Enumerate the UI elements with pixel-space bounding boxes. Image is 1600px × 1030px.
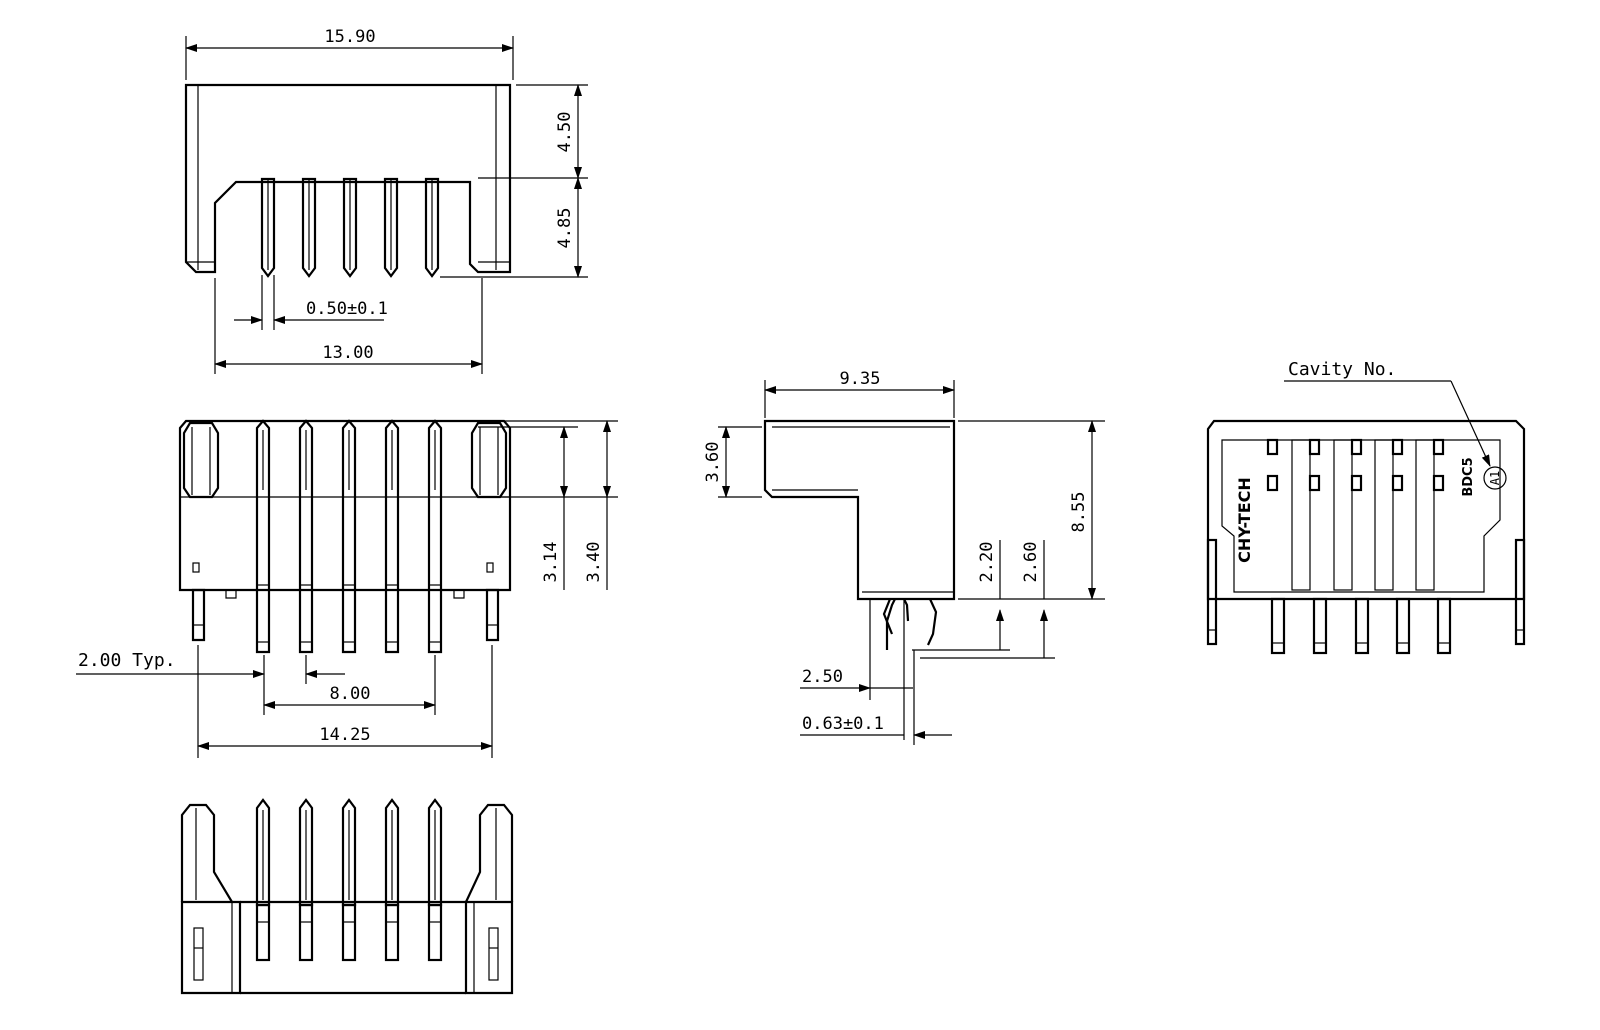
dim-side-pin-thickness: 0.63±0.1	[802, 714, 884, 734]
front-view: 3.14 3.40 2.00 Typ. 8.00 14.25	[76, 419, 618, 758]
brand-label: CHY-TECH	[1235, 477, 1254, 563]
top-view: 15.90 4.50 4.85 0.50±0.1 13.00	[184, 27, 588, 374]
dim-inner-width: 13.00	[322, 343, 373, 363]
dim-side-width: 9.35	[840, 369, 881, 389]
bottom-view-pins	[255, 798, 443, 962]
cavity-id: A1	[1488, 471, 1502, 485]
dim-side-height-top: 3.60	[703, 442, 723, 483]
rear-view-windows	[1266, 438, 1445, 492]
dim-side-tail-2-20: 2.20	[977, 542, 997, 583]
dim-overall-width: 14.25	[319, 725, 370, 745]
dim-top-width: 15.90	[324, 27, 375, 47]
front-view-pins	[255, 419, 443, 654]
top-view-pins	[260, 177, 440, 278]
dim-front-height-3-40: 3.40	[584, 542, 604, 583]
dim-pin-width: 0.50±0.1	[306, 299, 388, 319]
dim-side-total-height: 8.55	[1069, 492, 1089, 533]
dim-side-pin-offset: 2.50	[802, 667, 843, 687]
side-view: 9.35 3.60 8.55 2.20 2.60 2.50 0.63±0.1	[703, 369, 1105, 745]
dim-pitch-span: 8.00	[330, 684, 371, 704]
dim-front-height-3-14: 3.14	[541, 542, 561, 583]
rear-view: CHY-TECH BDC5 A1 Cavity No.	[1206, 359, 1526, 655]
cavity-label: Cavity No.	[1288, 359, 1396, 380]
dim-top-height-lower: 4.85	[555, 208, 575, 249]
rear-view-pins	[1270, 597, 1452, 655]
part-label: BDC5	[1461, 457, 1476, 496]
dim-pitch: 2.00 Typ.	[78, 650, 176, 671]
bottom-view	[180, 798, 514, 995]
dim-side-tail-2-60: 2.60	[1021, 542, 1041, 583]
dim-top-height-upper: 4.50	[555, 112, 575, 153]
